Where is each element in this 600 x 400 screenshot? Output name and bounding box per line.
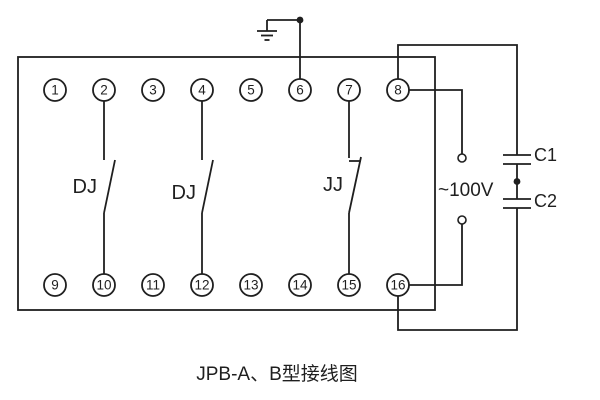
svg-text:6: 6 <box>296 83 304 98</box>
terminal-4: 4 <box>190 78 214 102</box>
junction-dot-capacitor-midpoint <box>513 178 521 185</box>
terminal-2: 2 <box>92 78 116 102</box>
earth-ground-icon <box>257 20 277 41</box>
dj1-label: DJ <box>73 176 97 198</box>
relay-case-outline <box>17 56 436 311</box>
contact-dj2-icon <box>201 101 214 274</box>
svg-text:3: 3 <box>149 83 157 98</box>
terminal-5: 5 <box>239 78 263 102</box>
wire-terminal-8-to-supply-top <box>409 89 463 154</box>
terminal-6: 6 <box>288 78 312 102</box>
capacitor-c1-icon <box>503 154 531 165</box>
svg-text:12: 12 <box>194 278 209 293</box>
svg-text:16: 16 <box>390 278 405 293</box>
dj2-label: DJ <box>172 182 196 204</box>
terminal-16: 16 <box>386 273 410 297</box>
svg-text:15: 15 <box>341 278 356 293</box>
supply-terminal-bottom <box>457 215 467 225</box>
svg-text:4: 4 <box>198 83 206 98</box>
terminal-8: 8 <box>386 78 410 102</box>
terminal-15: 15 <box>337 273 361 297</box>
terminal-9: 9 <box>43 273 67 297</box>
terminal-1: 1 <box>43 78 67 102</box>
svg-text:1: 1 <box>51 83 59 98</box>
wire-supply-bottom-to-terminal-16 <box>409 224 463 286</box>
svg-text:14: 14 <box>292 278 308 293</box>
c2-label: C2 <box>534 191 557 211</box>
svg-text:5: 5 <box>247 83 255 98</box>
svg-text:10: 10 <box>96 278 111 293</box>
wire-terminal-8-to-c1 <box>397 44 518 155</box>
wires-group <box>267 19 518 331</box>
terminal-row-top: 1 2 3 4 5 6 7 8 <box>43 78 410 102</box>
c1-label: C1 <box>534 145 557 165</box>
terminal-11: 11 <box>141 273 165 297</box>
svg-text:8: 8 <box>394 83 402 98</box>
terminal-12: 12 <box>190 273 214 297</box>
contact-jj-icon <box>348 101 362 274</box>
terminal-14: 14 <box>288 273 312 297</box>
supply-voltage-label: ~100V <box>438 180 494 201</box>
jj-label: JJ <box>323 174 343 196</box>
contact-dj1-icon <box>103 101 116 274</box>
terminal-row-bottom: 9 10 11 12 13 14 15 16 <box>43 273 410 297</box>
supply-terminal-top <box>457 153 467 163</box>
junction-dot-ground <box>296 16 304 24</box>
svg-text:11: 11 <box>146 278 160 293</box>
terminal-10: 10 <box>92 273 116 297</box>
terminal-7: 7 <box>337 78 361 102</box>
terminal-3: 3 <box>141 78 165 102</box>
diagram-caption: JPB-A、B型接线图 <box>196 363 358 385</box>
terminal-13: 13 <box>239 273 263 297</box>
svg-text:13: 13 <box>243 278 258 293</box>
wire-terminal-16-to-c2 <box>397 208 518 331</box>
svg-text:2: 2 <box>100 83 108 98</box>
svg-text:7: 7 <box>345 83 353 98</box>
capacitor-c2-icon <box>503 198 531 209</box>
svg-text:9: 9 <box>51 278 59 293</box>
